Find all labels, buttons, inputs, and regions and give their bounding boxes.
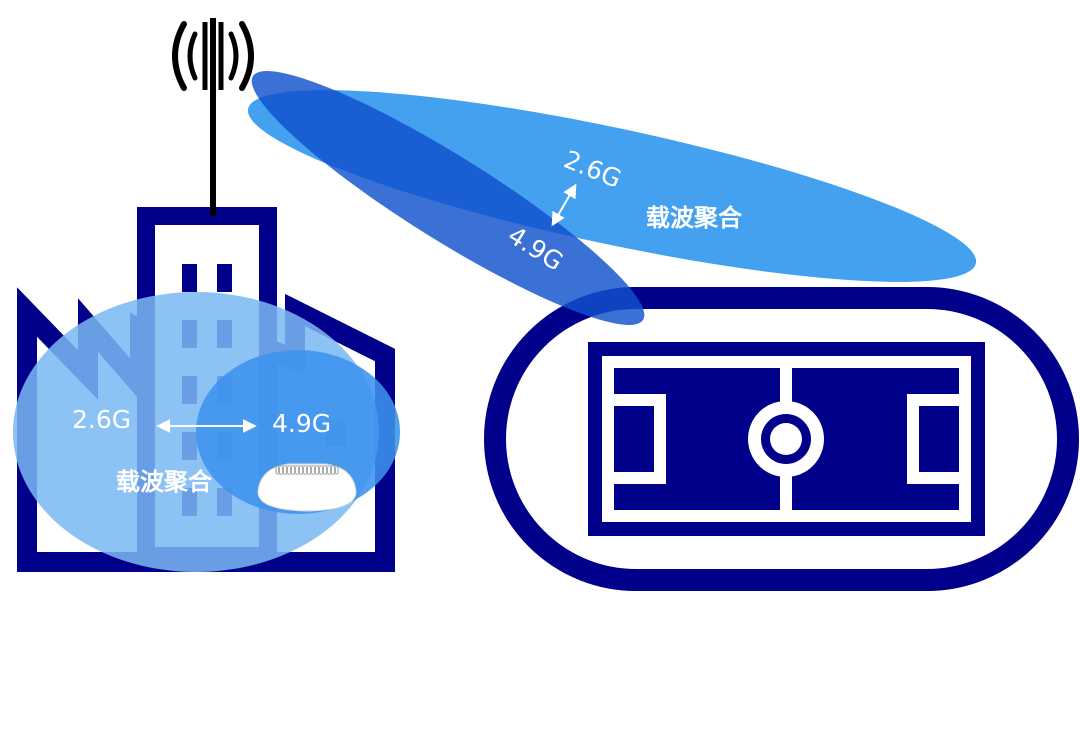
beam-2-6g [247,90,977,282]
coverage-4-9g [196,350,400,514]
outdoor-coverage-beams [247,71,977,325]
stadium-field-icon [484,287,1079,591]
antenna-tower-icon [172,18,254,216]
indoor-band-a-label: 2.6G [72,405,131,434]
indoor-band-b-label: 4.9G [272,409,331,438]
outdoor-aggregation-label: 载波聚合 [646,204,743,232]
beam-4-9g [251,71,645,325]
outdoor-aggregation-arrow [551,183,577,227]
indoor-aggregation-label: 载波聚合 [116,468,213,496]
ceiling-access-point-icon [257,463,357,512]
